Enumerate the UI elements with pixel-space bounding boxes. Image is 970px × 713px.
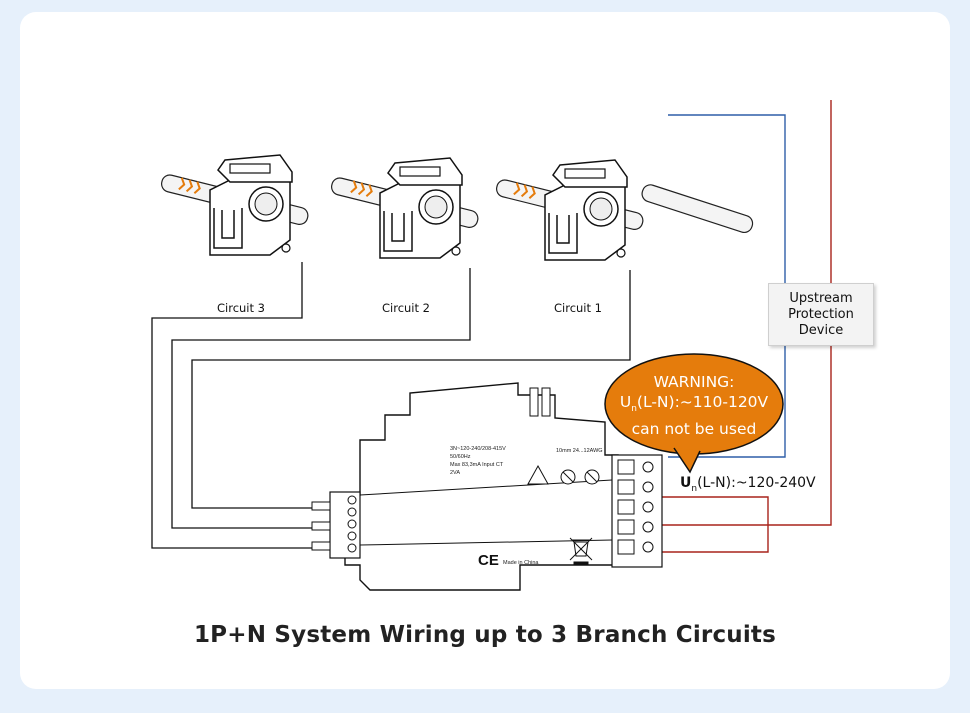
warning-voltage: Un(L-N):~110-120V [619, 393, 769, 415]
voltage-label: Un(L-N):~120-240V [680, 475, 816, 494]
ct-circuit-3 [159, 154, 311, 256]
warning-text: WARNING: Un(L-N):~110-120V can not be us… [605, 353, 783, 451]
energy-meter: 3N~120-240/208-415V 50/60Hz Max 83,3mA I… [311, 382, 663, 591]
spec-line-2: 50/60Hz [450, 454, 471, 460]
spec-line-4: 2VA [450, 470, 460, 476]
ct-wires [151, 262, 631, 549]
conductor-rod [641, 184, 754, 234]
spec-line-1: 3N~120-240/208-415V [450, 446, 506, 452]
made-in-label: Made in China [503, 560, 539, 566]
live-wire [640, 100, 832, 553]
circuit-1-label: Circuit 1 [554, 301, 602, 315]
warning-title: WARNING: [653, 373, 735, 391]
spec-line-3: Max 83,3mA Input CT [450, 462, 504, 468]
ct-circuit-1 [494, 159, 646, 261]
ct-circuit-2 [329, 157, 481, 259]
upstream-protection-device: Upstream Protection Device [768, 283, 874, 346]
wire-spec: 10mm 24...12AWG [556, 448, 603, 454]
diagram-caption: 1P+N System Wiring up to 3 Branch Circui… [193, 622, 777, 648]
warning-note: can not be used [631, 420, 757, 439]
high-voltage-icon [527, 464, 549, 485]
ce-mark: CE [478, 552, 499, 569]
circuit-2-label: Circuit 2 [382, 301, 430, 315]
weee-bin-icon [569, 537, 593, 566]
circuit-3-label: Circuit 3 [217, 301, 265, 315]
warning-bubble [604, 353, 784, 474]
